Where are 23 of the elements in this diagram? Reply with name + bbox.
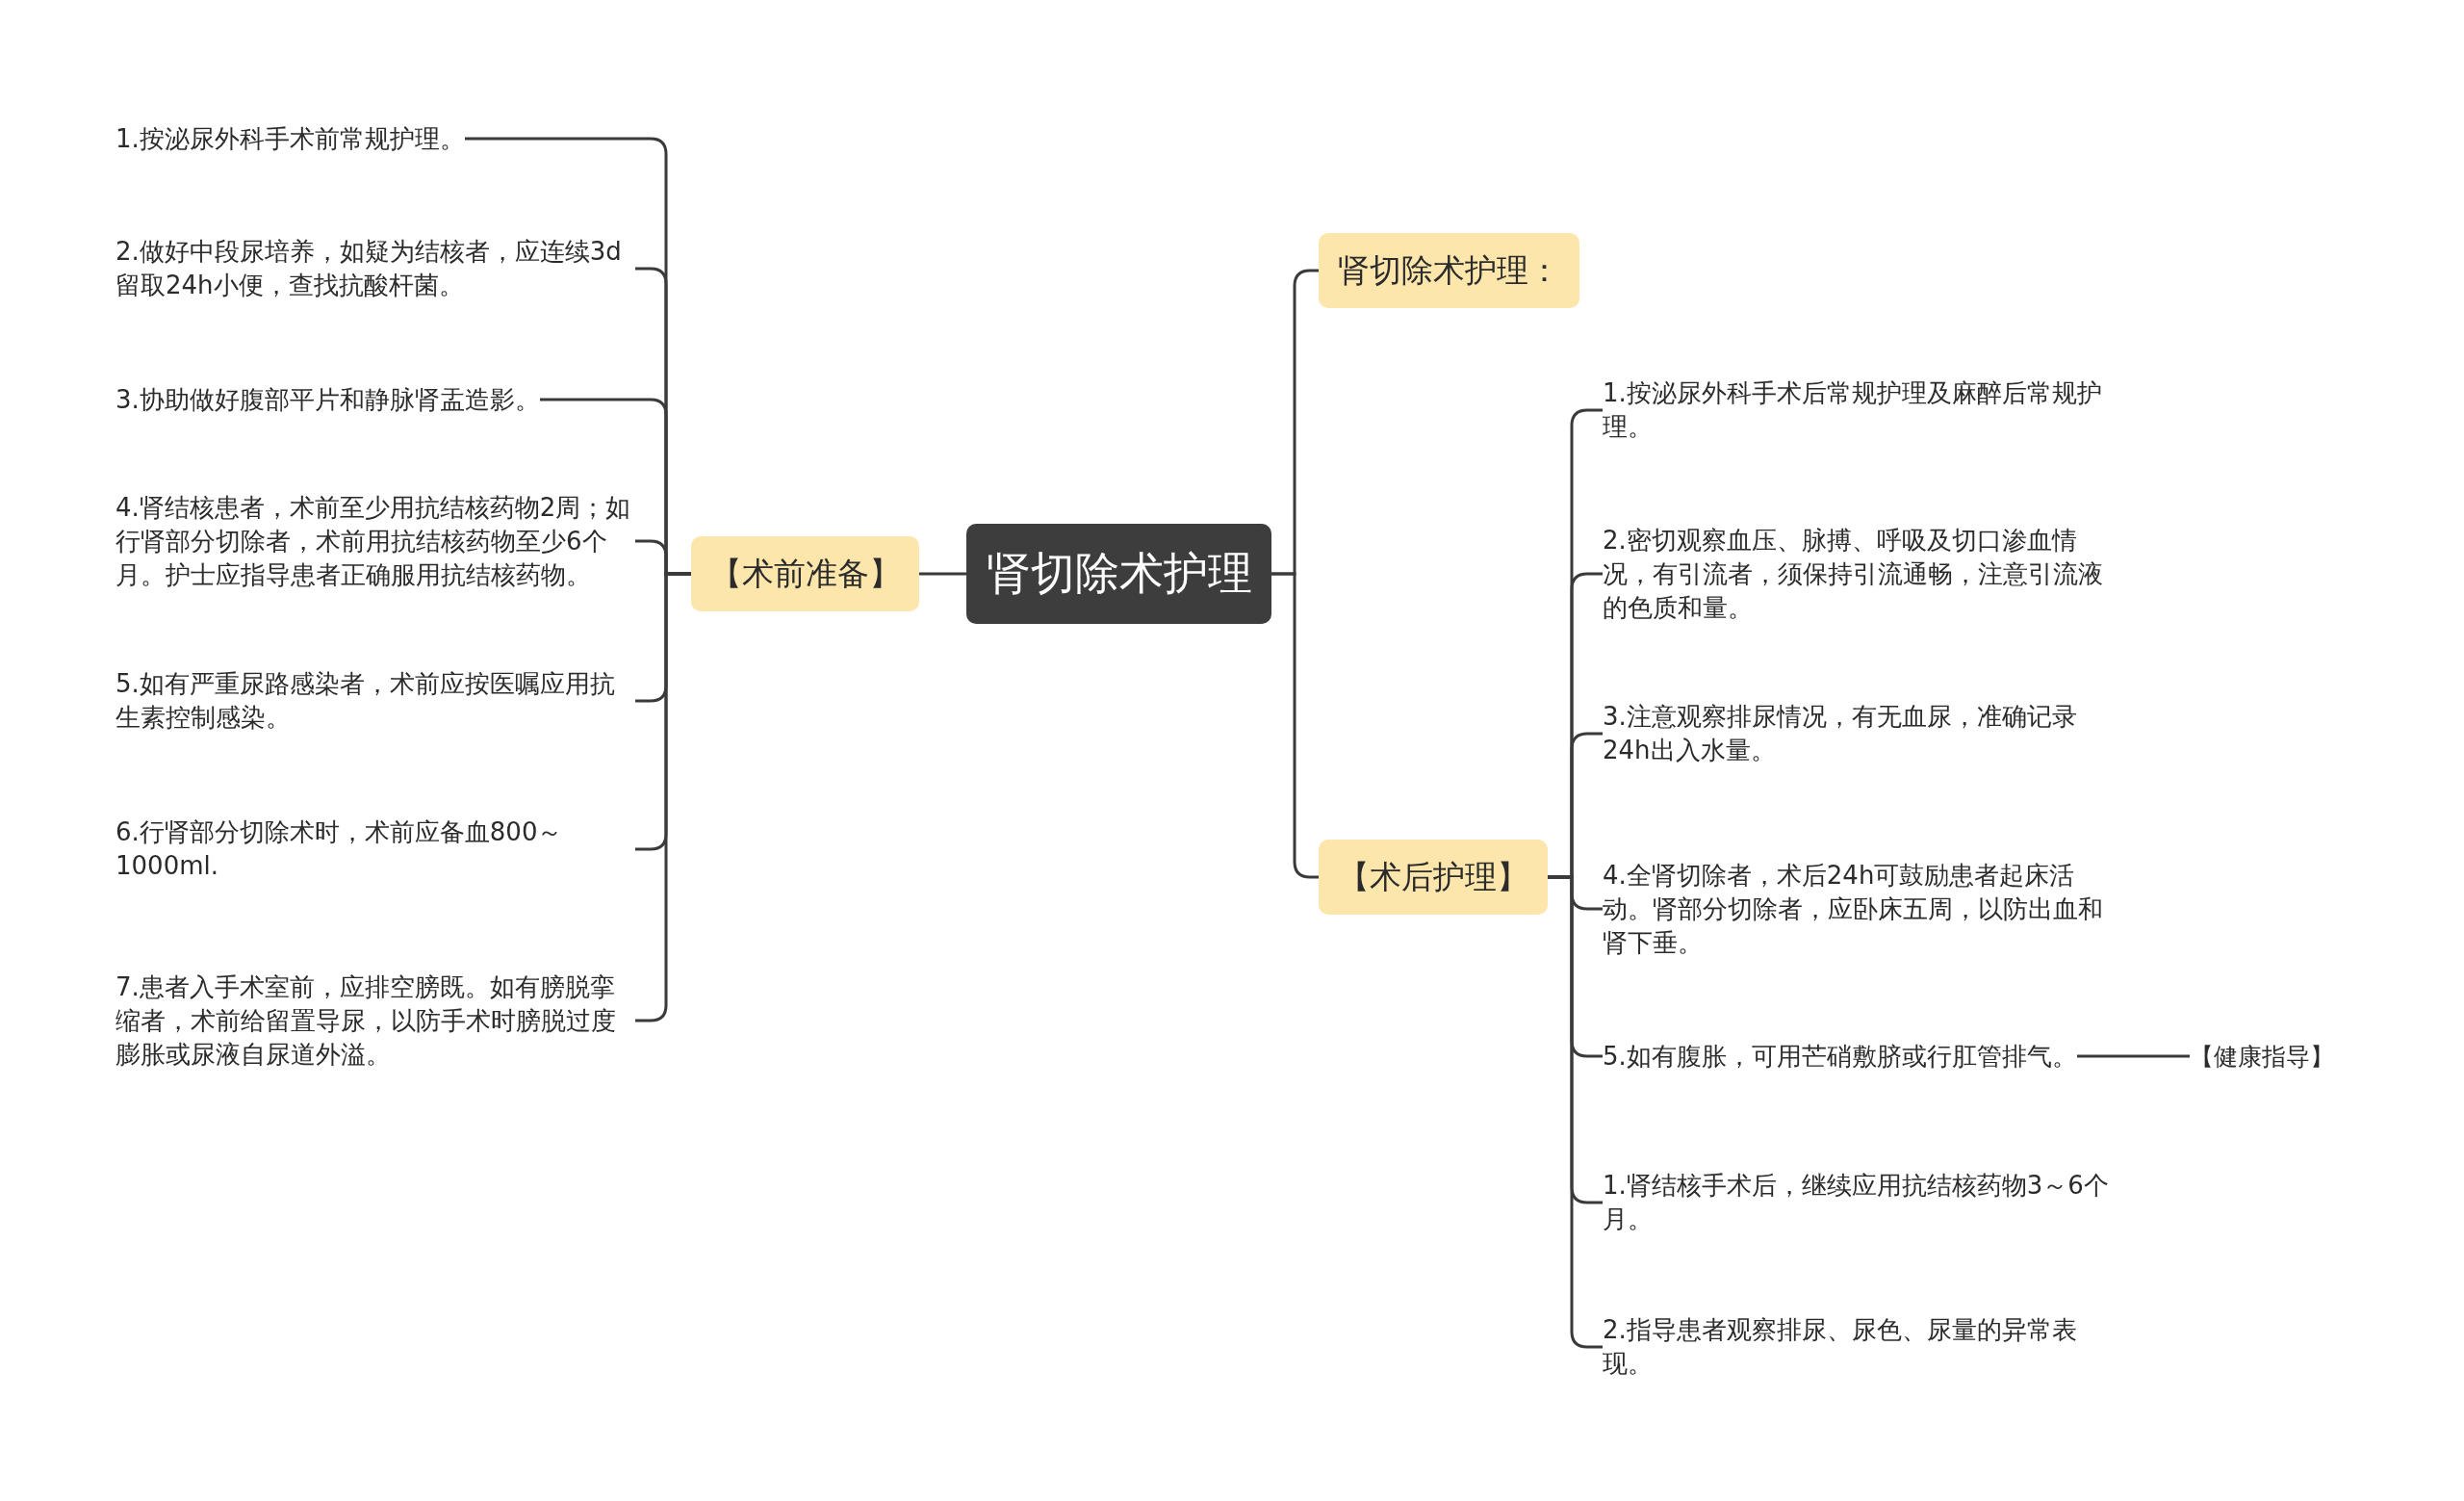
item-text: 4.全肾切除者，术后24h可鼓励患者起床活动。肾部分切除者，应卧床五周，以防出血和肾下垂。	[1603, 858, 2122, 960]
item-text: 3.协助做好腹部平片和静脉肾盂造影。	[116, 382, 540, 417]
item-text: 4.肾结核患者，术前至少用抗结核药物2周；如行肾部分切除者，术前用抗结核药物至少6个月。护士应指导患者正确服用抗结核药物。	[116, 490, 635, 592]
item-text: 2.指导患者观察排尿、尿色、尿量的异常表现。	[1603, 1313, 2122, 1381]
connector-line	[2077, 1054, 2190, 1058]
item-text: 1.按泌尿外科手术后常规护理及麻醉后常规护理。	[1603, 376, 2122, 444]
item-text: 1.肾结核手术后，继续应用抗结核药物3～6个月。	[1603, 1169, 2122, 1236]
item-text: 6.行肾部分切除术时，术前应备血800～1000ml.	[116, 815, 635, 883]
item-text: 1.按泌尿外科手术前常规护理。	[116, 121, 465, 156]
connector-line	[919, 572, 966, 576]
topic-box: 肾切除术护理：	[1319, 233, 1579, 308]
topic-box: 【术后护理】	[1319, 840, 1548, 915]
connector-line	[1271, 572, 1319, 879]
item-text: 2.做好中段尿培养，如疑为结核者，应连续3d留取24h小便，查找抗酸杆菌。	[116, 235, 635, 302]
item-text: 【健康指导】	[2190, 1040, 2344, 1073]
item-text: 3.注意观察排尿情况，有无血尿，准确记录24h出入水量。	[1603, 700, 2122, 767]
item-text: 5.如有严重尿路感染者，术前应按医嘱应用抗生素控制感染。	[116, 667, 635, 735]
central-topic-box: 肾切除术护理	[966, 524, 1271, 624]
item-text: 5.如有腹胀，可用芒硝敷脐或行肛管排气。	[1603, 1039, 2077, 1074]
item-text: 2.密切观察血压、脉搏、呼吸及切口渗血情况，有引流者，须保持引流通畅，注意引流液的色质和量。	[1603, 523, 2122, 625]
topic-box: 【术前准备】	[691, 536, 919, 611]
item-text: 7.患者入手术室前，应排空膀既。如有膀脱挛缩者，术前给留置导尿，以防手术时膀脱过度膨胀或尿液自尿道外溢。	[116, 970, 635, 1072]
connector-line	[635, 572, 691, 1022]
